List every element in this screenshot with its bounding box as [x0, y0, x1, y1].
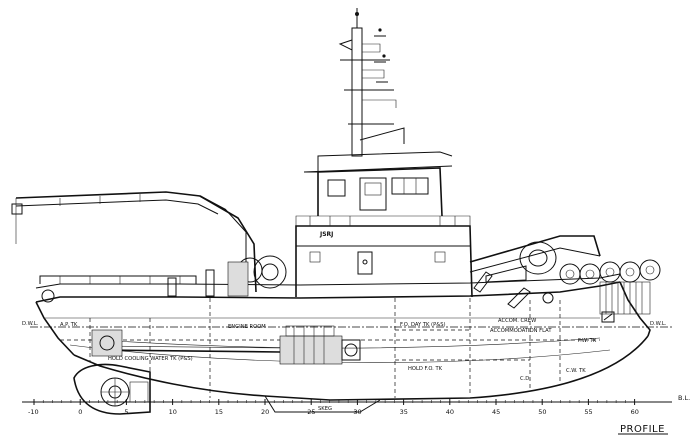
- bow-winch: [469, 235, 661, 309]
- cw-tank-label: C.W. TK: [566, 368, 586, 374]
- crane: D.W.L.: [11, 191, 287, 297]
- frame-tick-label: 50: [538, 408, 546, 416]
- engine-room-label: ENGINE ROOM: [228, 324, 266, 330]
- frame-tick-label: 20: [261, 408, 269, 416]
- compartments: ENGINE ROOM F.O. DAY TK (P&S) ACCOM. CRE…: [60, 298, 600, 398]
- frame-tick-label: 45: [492, 408, 500, 416]
- frame-tick-label: 10: [169, 408, 177, 416]
- aft-deck: [39, 269, 215, 303]
- waterline-label-aft: D.W.L.: [22, 321, 39, 327]
- wheelhouse-door: [359, 177, 387, 211]
- main-engine: [91, 325, 361, 365]
- hold-cooling-water-label: HOLD COOLING WATER TK (P&S): [108, 356, 193, 362]
- aft-peak-label: A.P. TK: [60, 322, 78, 328]
- fo-day-tank-label: F.O. DAY TK (P&S): [400, 322, 446, 328]
- hull: SKEG: [35, 273, 651, 413]
- cofferdam-label: C.D.: [520, 376, 531, 382]
- stern-propulsor: [73, 363, 151, 415]
- frame-tick-label: 60: [631, 408, 639, 416]
- hold-fo-tank-label: HOLD F.O. TK: [408, 366, 443, 372]
- waterlines: D.W.L. D.W.L.: [22, 321, 672, 328]
- baseline-label: B.L.: [678, 394, 690, 402]
- fresh-water-tank-label: F.W. TK: [578, 338, 597, 344]
- bow-fender: [599, 281, 651, 315]
- skeg-label: SKEG: [318, 406, 332, 412]
- frame-tick-label: 35: [400, 408, 408, 416]
- accommodation-flat-label: ACCOMMODATION FLAT: [490, 328, 552, 334]
- funnel-mark: JSRJ: [319, 231, 333, 238]
- frame-tick-label: 0: [78, 408, 82, 416]
- skeg: [264, 395, 381, 413]
- frame-tick-label: 15: [215, 408, 223, 416]
- wheelhouse: [303, 151, 453, 217]
- drawing-title: PROFILE: [620, 424, 665, 435]
- door: [357, 251, 373, 275]
- frame-tick-label: 40: [446, 408, 454, 416]
- frame-tick-label: -10: [28, 408, 39, 416]
- accommodation-crew-label: ACCOM. CREW: [498, 318, 536, 324]
- mast: [338, 8, 405, 157]
- frame-tick-label: 55: [584, 408, 592, 416]
- waterline-label-fwd: D.W.L.: [650, 321, 667, 327]
- wheelhouse-window: [391, 177, 429, 195]
- frame-tick-label: 5: [124, 408, 128, 416]
